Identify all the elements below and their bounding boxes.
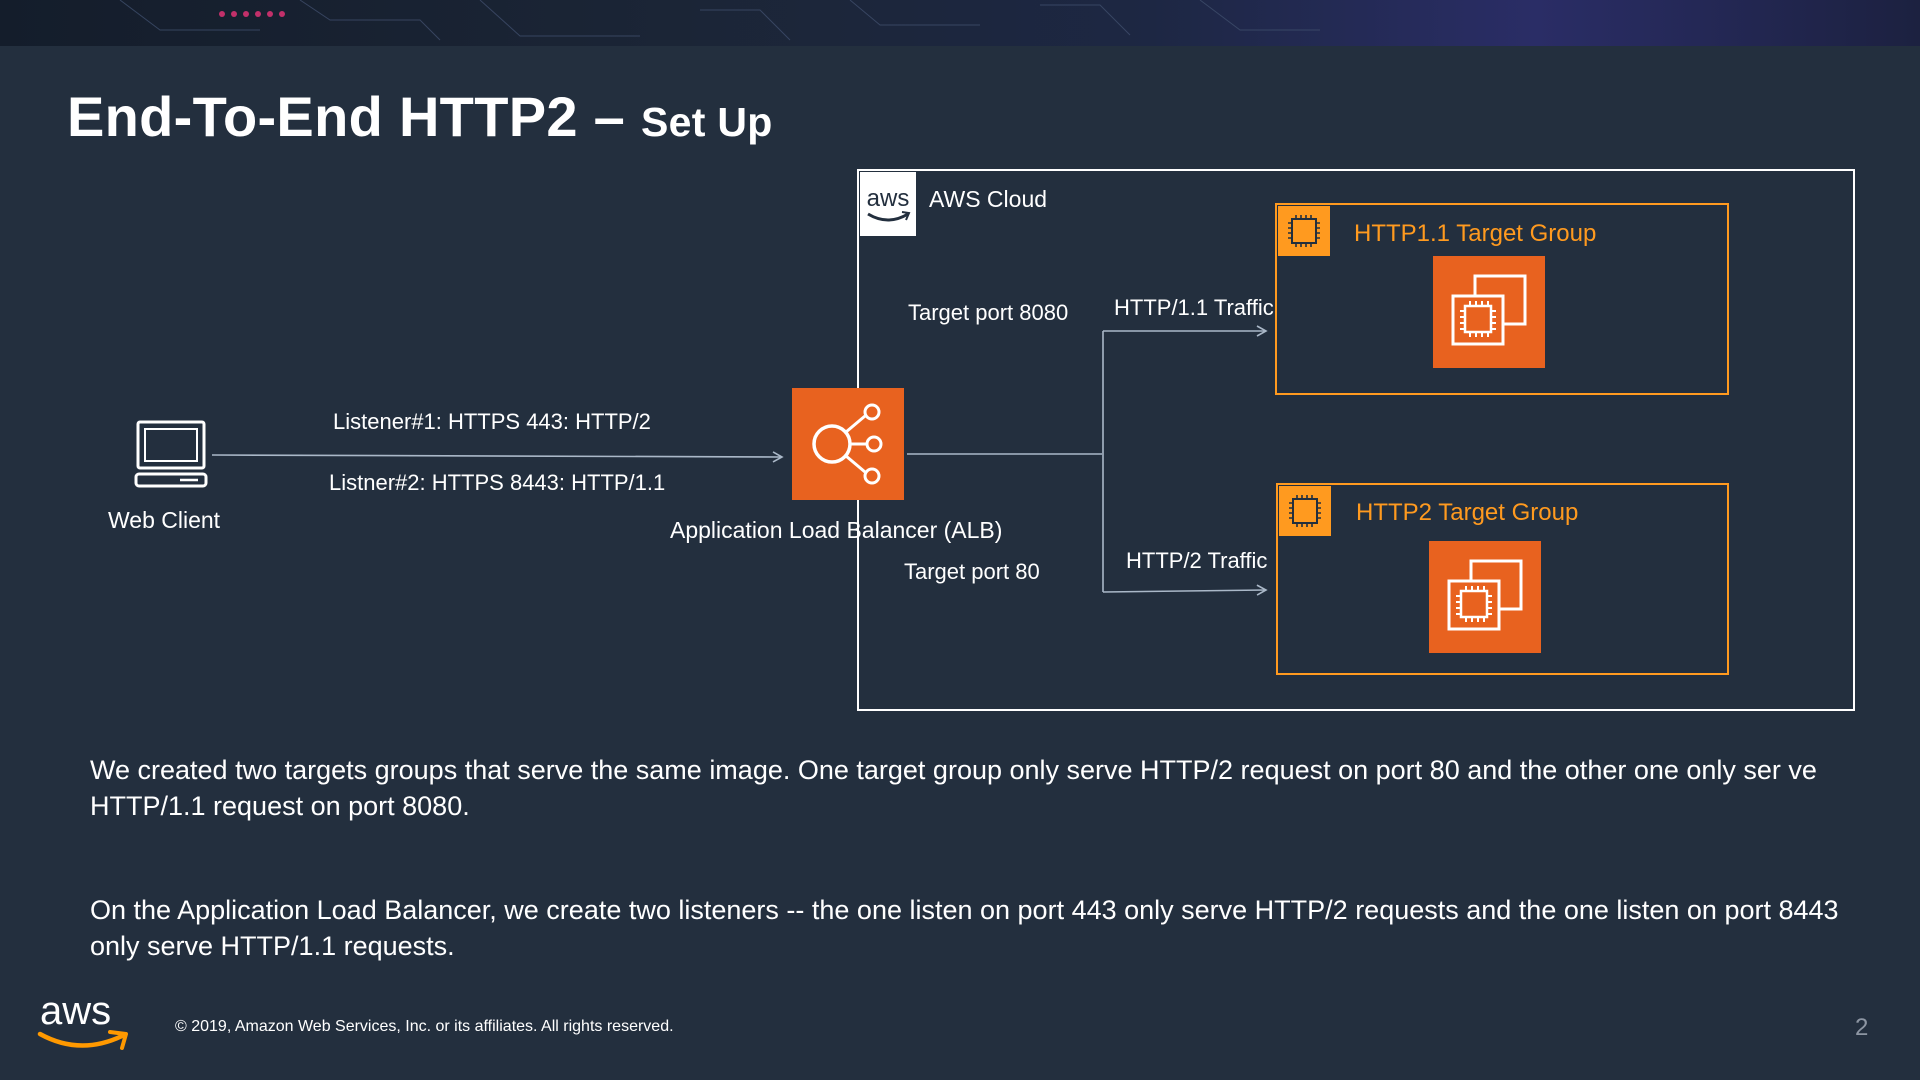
http11-target-group-box <box>1275 203 1729 395</box>
http11-target-group-label: HTTP1.1 Target Group <box>1354 220 1597 247</box>
aws-cloud-label: AWS Cloud <box>929 186 1048 212</box>
listener2-label: Listner#2: HTTPS 8443: HTTP/1.1 <box>329 470 666 495</box>
slide-title-main: End-To-End HTTP2 – <box>67 85 626 148</box>
paragraph-target-groups: We created two targets groups that serve… <box>90 755 1817 821</box>
page-number: 2 <box>1855 1014 1869 1041</box>
slide-title-sub: Set Up <box>640 99 773 145</box>
http2-group-chip-icon <box>1279 486 1331 536</box>
http2-traffic-arrow <box>1102 584 1268 596</box>
listener1-label: Listener#1: HTTPS 443: HTTP/2 <box>333 409 651 434</box>
svg-text:aws: aws <box>867 185 910 212</box>
web-client-label: Web Client <box>108 507 221 533</box>
paragraph-listeners: On the Application Load Balancer, we cre… <box>90 895 1839 961</box>
alb-label: Application Load Balancer (ALB) <box>670 517 1003 543</box>
circuit-decoration <box>119 0 1320 41</box>
http2-target-group-box <box>1276 483 1729 675</box>
ec2-instance-icon-bottom <box>1429 541 1541 653</box>
slide-title: End-To-End HTTP2 – Set Up <box>67 84 773 149</box>
load-balancer-icon <box>792 388 904 500</box>
http2-traffic-label: HTTP/2 Traffic <box>1126 548 1268 573</box>
aws-logo: aws <box>36 989 136 1061</box>
copyright-text: © 2019, Amazon Web Services, Inc. or its… <box>175 1018 674 1035</box>
client-to-alb-arrow <box>211 451 784 463</box>
http11-traffic-label: HTTP/1.1 Traffic <box>1114 295 1274 320</box>
target-port-80-label: Target port 80 <box>904 559 1040 584</box>
http11-group-chip-icon <box>1278 206 1330 256</box>
aws-cloud-icon: aws <box>860 172 916 236</box>
http2-target-group-label: HTTP2 Target Group <box>1356 499 1579 526</box>
header-banner <box>0 0 1920 46</box>
aws-cloud-container <box>857 169 1855 711</box>
aws-logo-text: aws <box>40 990 111 1033</box>
ec2-instance-icon-top <box>1433 256 1545 368</box>
target-port-8080-label: Target port 8080 <box>908 300 1069 325</box>
laptop-icon <box>134 420 208 488</box>
